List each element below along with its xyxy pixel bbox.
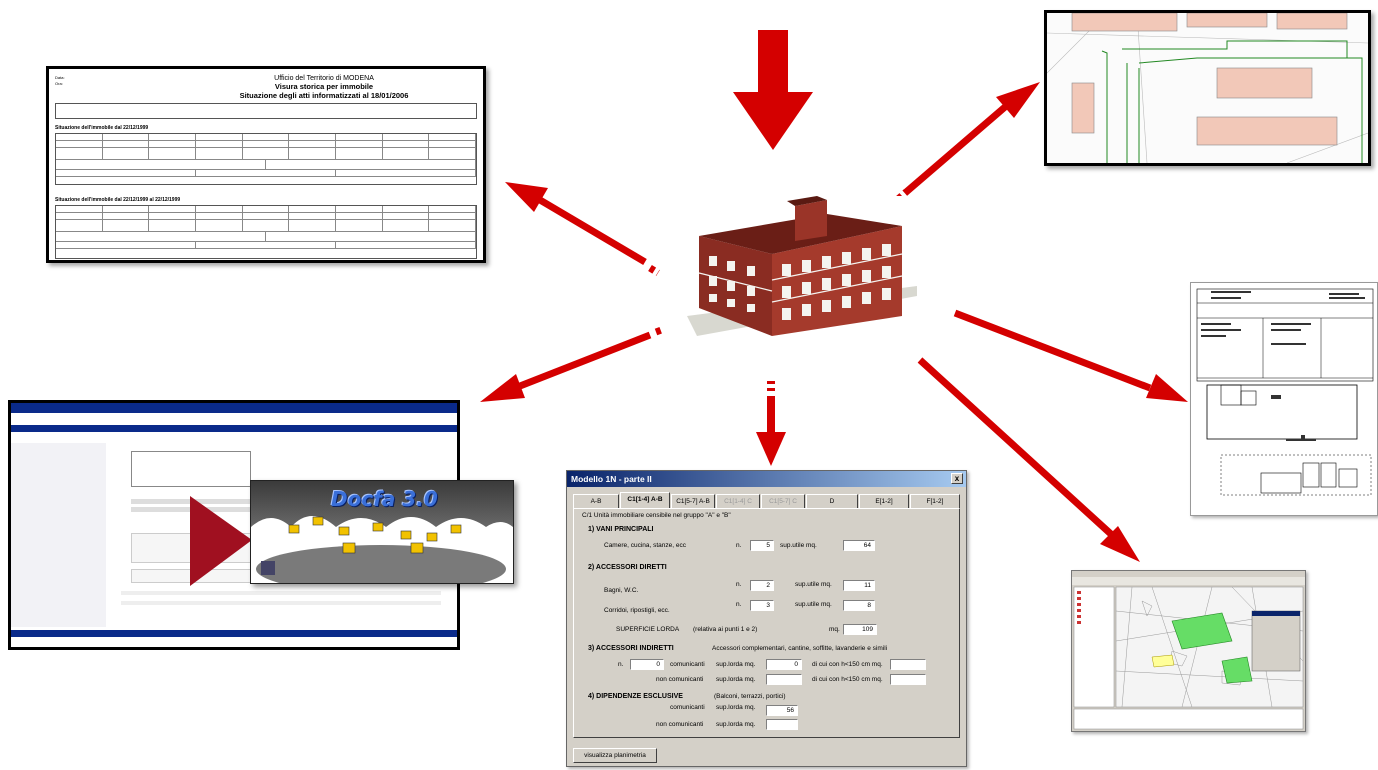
dialog-tabs: A-B C1[1-4] A-B C1[5-7] A-B C1[1-4] C C1… xyxy=(573,492,961,508)
gis-drawing xyxy=(1072,571,1305,730)
dipendenze-comunicanti-label: comunicanti xyxy=(670,704,705,711)
dipendenze-desc: (Balconi, terrazzi, portici) xyxy=(714,693,786,700)
bagni-sup-label: sup.utile mq. xyxy=(795,581,832,588)
dipendenze-sup-lorda-label: sup.lorda mq. xyxy=(716,704,756,711)
dialog-titlebar: Modello 1N - parte II x xyxy=(567,471,966,487)
bagni-sup-input[interactable]: 11 xyxy=(843,580,875,591)
web-nav-bottom xyxy=(11,630,457,637)
arrow-to-map xyxy=(895,82,1040,202)
superficie-note: (relativa ai punti 1 e 2) xyxy=(693,626,758,633)
indiretti-comunicanti-input[interactable]: 0 xyxy=(766,659,802,670)
indiretti-non-comunicanti-input[interactable] xyxy=(766,674,802,685)
doc-title: Visura storica per immobile xyxy=(274,82,374,91)
gis-screenshot xyxy=(1071,570,1306,732)
indiretti-non-comunicanti-label: non comunicanti xyxy=(656,676,704,683)
tab-c1-5-7-a-b[interactable]: C1[5-7] A-B xyxy=(671,494,715,508)
corridoi-label: Corridoi, ripostigli, ecc. xyxy=(604,607,670,614)
web-line-2 xyxy=(121,601,441,605)
floor-plan xyxy=(1190,282,1378,516)
dialog-body: C/1 Unità immobiliare censibile nel grup… xyxy=(573,508,960,738)
corridoi-sup-input[interactable]: 8 xyxy=(843,600,875,611)
doc-section-2: Situazione dell'immobile dal 22/12/1999 … xyxy=(55,197,181,203)
dialog-title: Modello 1N - parte II xyxy=(571,474,652,484)
tab-c1-1-4-a-b[interactable]: C1[1-4] A-B xyxy=(620,492,670,508)
doc-office: Ufficio del Territorio di MODENA xyxy=(274,75,374,82)
dipendenze-non-sup-lorda-label: sup.lorda mq. xyxy=(716,721,756,728)
docfa-splash: Docfa 3.0 xyxy=(250,480,514,584)
doc-date: Data:Ora: xyxy=(55,75,65,86)
arrow-to-floorplan xyxy=(953,309,1188,402)
camere-sup-label: sup.utile mq. xyxy=(780,542,817,549)
camere-n-label: n. xyxy=(736,542,742,549)
bagni-label: Bagni, W.C. xyxy=(604,587,639,594)
doc-header: Ufficio del Territorio di MODENA Visura … xyxy=(199,75,449,101)
web-nav-top xyxy=(11,425,457,432)
indiretti-sup-lorda-label: sup.lorda mq. xyxy=(716,661,756,668)
arrow-to-dialog xyxy=(756,381,786,466)
cadastral-map xyxy=(1044,10,1371,166)
dipendenze-esclusive-header: 4) DIPENDENZE ESCLUSIVE xyxy=(588,693,683,700)
indiretti-di-cui-input[interactable] xyxy=(890,659,926,670)
indiretti-di-cui-label: di cui con h<150 cm mq. xyxy=(812,661,883,668)
camere-sup-input[interactable]: 64 xyxy=(843,540,875,551)
visualizza-planimetria-button[interactable]: visualizza planimetria xyxy=(573,748,657,763)
doc-subtitle: Situazione degli atti informatizzati al … xyxy=(239,91,409,100)
docfa-pointer xyxy=(190,496,252,586)
intro-text: C/1 Unità immobiliare censibile nel grup… xyxy=(582,512,731,519)
main-down-arrow xyxy=(733,30,813,150)
web-left-column xyxy=(11,443,106,627)
doc-box-1 xyxy=(55,103,477,119)
web-textarea[interactable] xyxy=(131,451,251,487)
accessori-indiretti-header: 3) ACCESSORI INDIRETTI xyxy=(588,645,674,652)
visura-document: Data:Ora: Ufficio del Territorio di MODE… xyxy=(46,66,486,263)
indiretti-non-di-cui-input[interactable] xyxy=(890,674,926,685)
corridoi-n-label: n. xyxy=(736,601,742,608)
corridoi-n-input[interactable]: 3 xyxy=(750,600,774,611)
arrow-to-webform xyxy=(480,325,666,402)
indiretti-non-sup-lorda-label: sup.lorda mq. xyxy=(716,676,756,683)
building-drawing xyxy=(687,196,917,336)
web-line-1 xyxy=(121,591,441,595)
tab-e-1-2[interactable]: E[1-2] xyxy=(859,494,909,508)
vani-principali-header: 1) VANI PRINCIPALI xyxy=(588,526,654,533)
bagni-n-label: n. xyxy=(736,581,742,588)
dipendenze-non-comunicanti-label: non comunicanti xyxy=(656,721,704,728)
indiretti-n-input[interactable]: 0 xyxy=(630,659,664,670)
indiretti-comunicanti-label: comunicanti xyxy=(670,661,705,668)
modello-1n-dialog: Modello 1N - parte II x A-B C1[1-4] A-B … xyxy=(566,470,967,767)
arrow-to-gis xyxy=(917,357,1140,562)
close-button[interactable]: x xyxy=(951,473,963,484)
corridoi-sup-label: sup.utile mq. xyxy=(795,601,832,608)
tab-c1-5-7-c[interactable]: C1[5-7] C xyxy=(761,494,805,508)
superficie-lorda-input[interactable]: 109 xyxy=(843,624,877,635)
map-drawing xyxy=(1047,13,1368,163)
doc-section-1: Situazione dell'immobile dal 22/12/1999 xyxy=(55,125,149,131)
superficie-lorda-label: SUPERFICIE LORDA xyxy=(616,626,680,633)
plan-drawing xyxy=(1196,288,1374,496)
tab-a-b[interactable]: A-B xyxy=(573,494,619,508)
dipendenze-non-comunicanti-input[interactable] xyxy=(766,719,798,730)
tab-f-1-2[interactable]: F[1-2] xyxy=(910,494,960,508)
web-field-1[interactable] xyxy=(131,499,331,504)
accessori-diretti-header: 2) ACCESSORI DIRETTI xyxy=(588,564,667,571)
docfa-scene xyxy=(251,516,513,583)
web-field-2[interactable] xyxy=(131,507,331,512)
camere-n-input[interactable]: 5 xyxy=(750,540,774,551)
tab-c1-1-4-c[interactable]: C1[1-4] C xyxy=(716,494,760,508)
arrow-to-document xyxy=(505,182,660,276)
tab-d[interactable]: D xyxy=(806,494,858,508)
indiretti-n-label: n. xyxy=(618,661,624,668)
bagni-n-input[interactable]: 2 xyxy=(750,580,774,591)
doc-table-1 xyxy=(55,133,477,185)
superficie-mq-label: mq. xyxy=(829,626,840,633)
indiretti-non-di-cui-label: di cui con h<150 cm mq. xyxy=(812,676,883,683)
docfa-logo: Docfa 3.0 xyxy=(331,487,438,511)
camere-label: Camere, cucina, stanze, ecc xyxy=(604,542,687,549)
accessori-indiretti-desc: Accessori complementari, cantine, soffit… xyxy=(712,645,888,652)
building-render xyxy=(677,196,919,346)
dipendenze-comunicanti-input[interactable]: 56 xyxy=(766,705,798,716)
doc-table-2 xyxy=(55,205,477,259)
web-title xyxy=(11,403,457,413)
